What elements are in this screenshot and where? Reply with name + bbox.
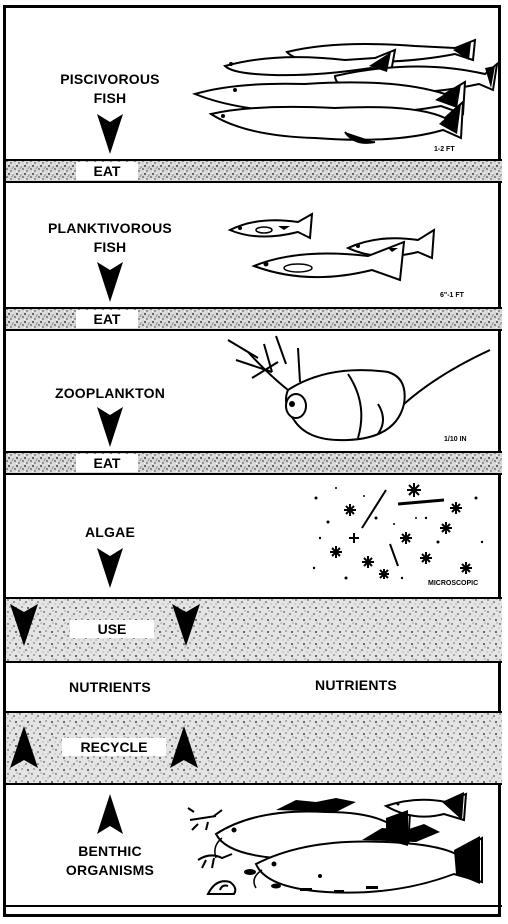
zooplankton-scale: 1/10 IN [444, 436, 467, 443]
piscivorous-label-line1: PISCIVOROUS [40, 70, 180, 88]
zooplankton-label: ZOOPLANKTON [30, 384, 190, 402]
planktivorous-label-line2: FISH [30, 238, 190, 256]
benthic-label-line1: BENTHIC [40, 842, 180, 860]
recycle-label: RECYCLE [62, 738, 166, 756]
arrow-up-icon [97, 794, 123, 834]
arrow-up-icon [170, 726, 198, 768]
eat-label-1: EAT [76, 162, 138, 180]
arrow-down-icon [172, 604, 200, 646]
algae-scale: MICROSCOPIC [428, 580, 478, 587]
benthic-label-line2: ORGANISMS [40, 861, 180, 879]
planktivorous-label-line1: PLANKTIVOROUS [30, 219, 190, 237]
arrow-down-icon [97, 262, 123, 302]
snail-icon [206, 876, 240, 898]
nutrients-label-right: NUTRIENTS [286, 676, 426, 694]
insect-larva-icon [196, 850, 236, 870]
piscivorous-scale: 1-2 FT [434, 146, 455, 153]
arrow-down-icon [97, 114, 123, 154]
arrow-down-icon [10, 604, 38, 646]
crayfish-icon [186, 808, 226, 830]
minnow-fish-icon [228, 208, 448, 298]
daphnia-icon [228, 334, 492, 446]
arrow-down-icon [97, 407, 123, 447]
eat-label-2: EAT [76, 310, 138, 328]
benthic-debris-icon [240, 862, 390, 896]
arrow-down-icon [97, 548, 123, 588]
algae-cells-icon [306, 478, 496, 588]
nutrients-label-left: NUTRIENTS [40, 678, 180, 696]
algae-label: ALGAE [30, 523, 190, 541]
use-label: USE [70, 620, 154, 638]
planktivorous-scale: 6"-1 FT [440, 292, 464, 299]
piscivorous-label-line2: FISH [40, 89, 180, 107]
pike-fish-icon [195, 38, 495, 153]
arrow-up-icon [10, 726, 38, 768]
eat-label-3: EAT [76, 454, 138, 472]
